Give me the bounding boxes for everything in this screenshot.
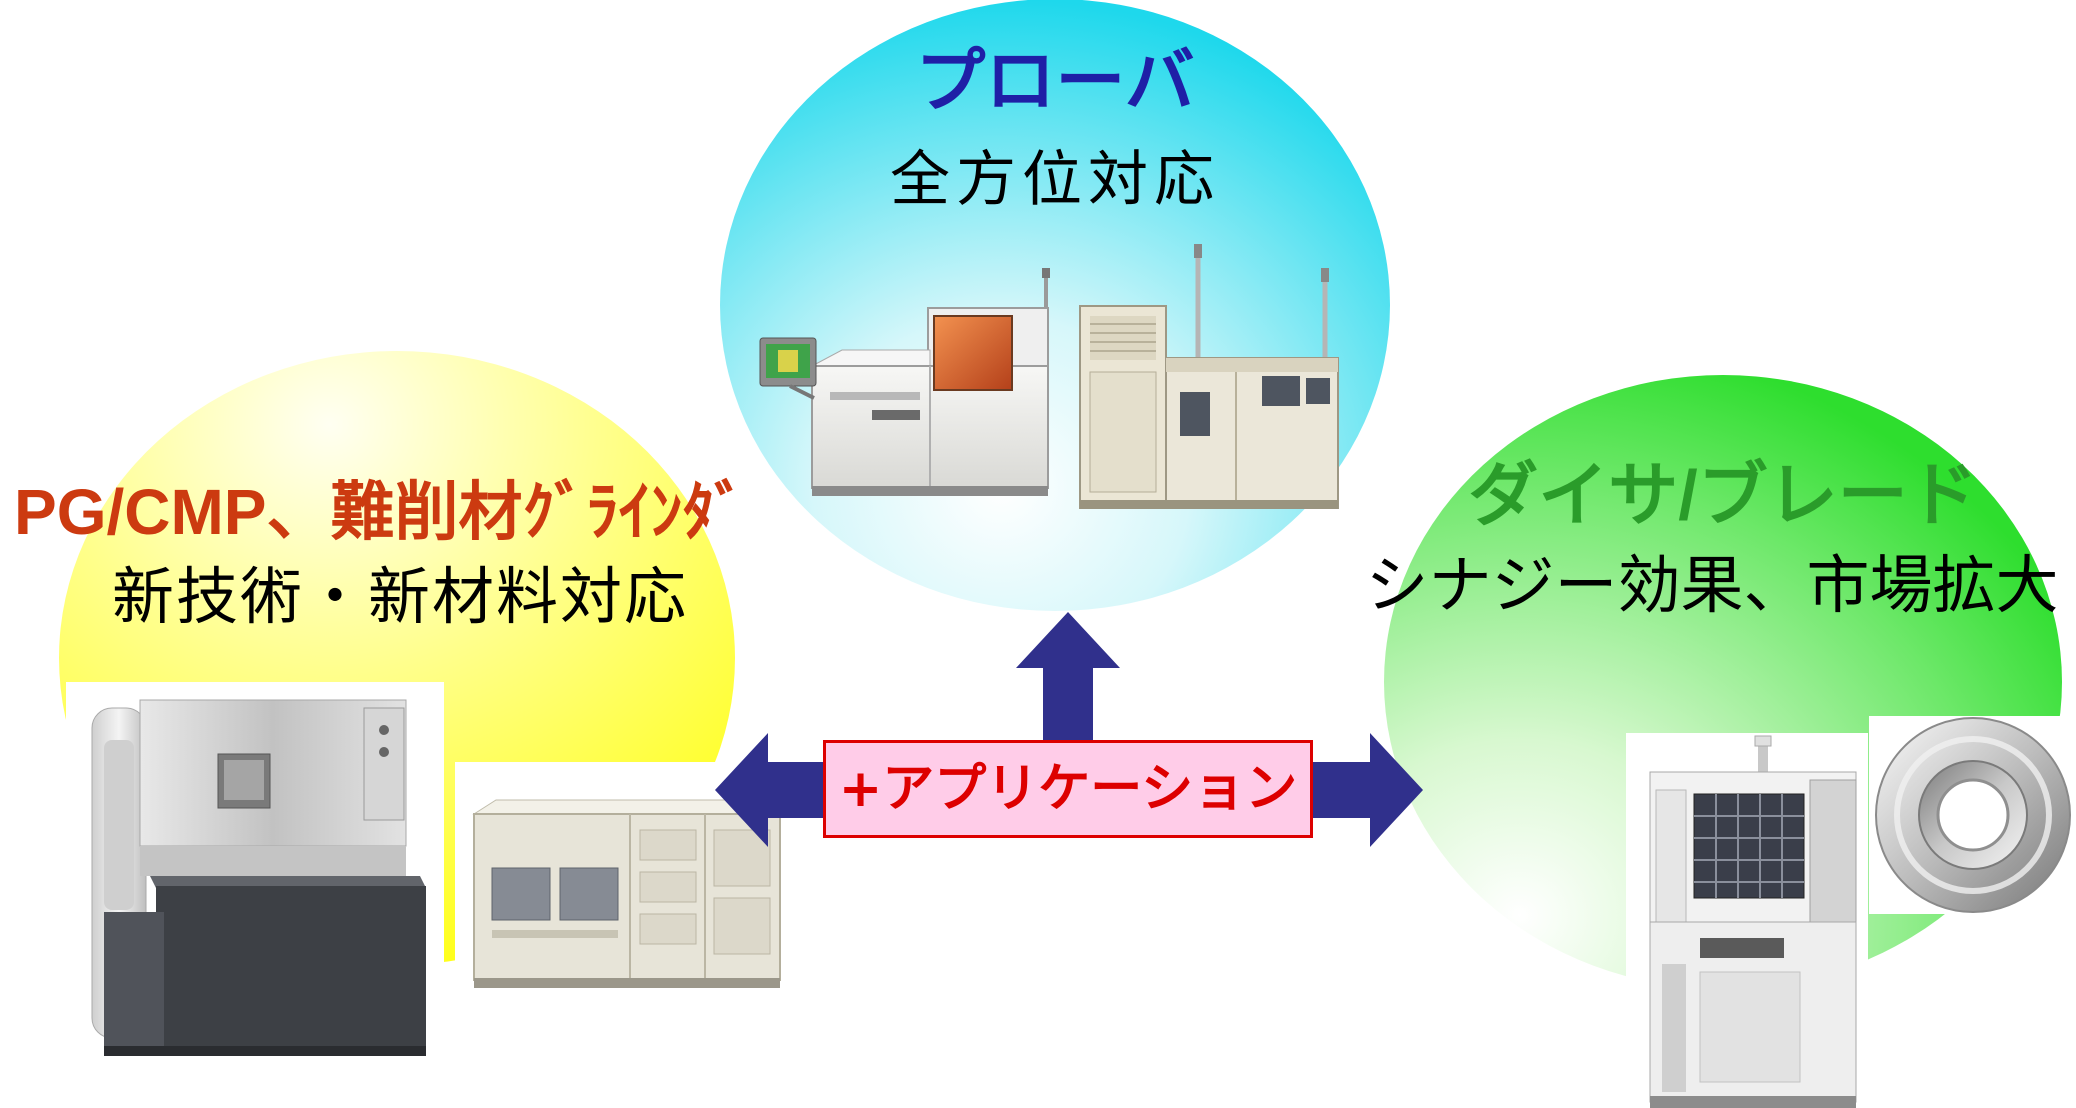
control-knob <box>379 747 389 757</box>
cmp-side-panel <box>639 829 697 861</box>
grinder-base <box>104 1046 426 1056</box>
dicer-subtitle: シナジー効果、市場拡大 <box>1365 549 2059 622</box>
dicer-side-panel <box>1809 779 1857 931</box>
signal-tower-lamp <box>1194 244 1202 258</box>
grinder-screen-display <box>224 760 264 800</box>
logo-strip <box>104 740 134 910</box>
blade-center-hole <box>1936 778 2010 852</box>
beacon-lamp <box>1754 735 1772 747</box>
handler-vent <box>1090 316 1156 360</box>
cmp-side-panel <box>713 829 771 887</box>
prober-machine-right-image <box>1079 244 1339 509</box>
dicer-loader-slot <box>1700 938 1784 958</box>
application-label: +アプリケーション <box>838 759 1298 819</box>
cmp-side-panel <box>639 913 697 945</box>
wafer-cassette-window <box>933 315 1013 391</box>
up-arrow-icon <box>1016 612 1120 742</box>
prober-base <box>1080 500 1338 509</box>
cmp-base <box>474 978 780 988</box>
cmp-machine-image <box>455 762 790 1006</box>
cmp-window <box>559 867 619 921</box>
grinder-upper-body <box>139 699 407 847</box>
dicer-base <box>1650 1096 1856 1108</box>
prober-machine-left-image <box>759 268 1050 496</box>
dicing-blade-image <box>1869 716 2076 914</box>
dicer-title: ダイサ/ブレード <box>1468 456 1978 534</box>
blade-highlight-ring <box>1894 736 2052 894</box>
cmp-side-panel <box>713 897 771 955</box>
viewing-window <box>1306 378 1330 404</box>
front-panel-slot <box>830 392 920 400</box>
front-panel-plate <box>872 410 920 420</box>
dicer-label-strip <box>1662 964 1686 1092</box>
control-knob <box>379 725 389 735</box>
signal-tower-lamp <box>1321 268 1329 282</box>
application-box: +アプリケーション <box>823 740 1313 838</box>
dicer-window <box>1693 793 1805 899</box>
handler-door <box>1089 371 1157 493</box>
body-top-band <box>1166 358 1338 372</box>
monitor-wafer-map <box>778 350 798 372</box>
cmp-window <box>491 867 551 921</box>
prober-base <box>812 486 1048 496</box>
dicer-lower-panel <box>1699 971 1801 1083</box>
grinder-lower-top <box>150 876 426 888</box>
prober-title: プローバ <box>915 40 1195 122</box>
cmp-side-panel <box>639 871 697 903</box>
viewing-window <box>1180 392 1210 436</box>
dicer-machine-image <box>1626 733 1868 1108</box>
cmp-panel-slot <box>492 930 618 938</box>
grinder-mid-band <box>140 846 406 876</box>
monitor-arm <box>789 384 815 400</box>
dicer-left-column <box>1655 789 1687 931</box>
prober-subtitle: 全方位対応 <box>890 145 1220 215</box>
grinder-subtitle: 新技術・新材料対応 <box>111 560 688 633</box>
beacon-pole <box>1758 740 1768 774</box>
grinder-machine-image <box>66 682 444 1060</box>
grinder-lower-step <box>104 912 164 1054</box>
viewing-window <box>1262 376 1300 406</box>
grinder-title: PG/CMP、難削材ｸﾞﾗｲﾝﾀﾞ <box>14 476 747 548</box>
grinder-lower-body <box>156 886 426 1054</box>
grinder-control-panel <box>363 707 405 821</box>
signal-tower-lamp <box>1042 268 1050 278</box>
